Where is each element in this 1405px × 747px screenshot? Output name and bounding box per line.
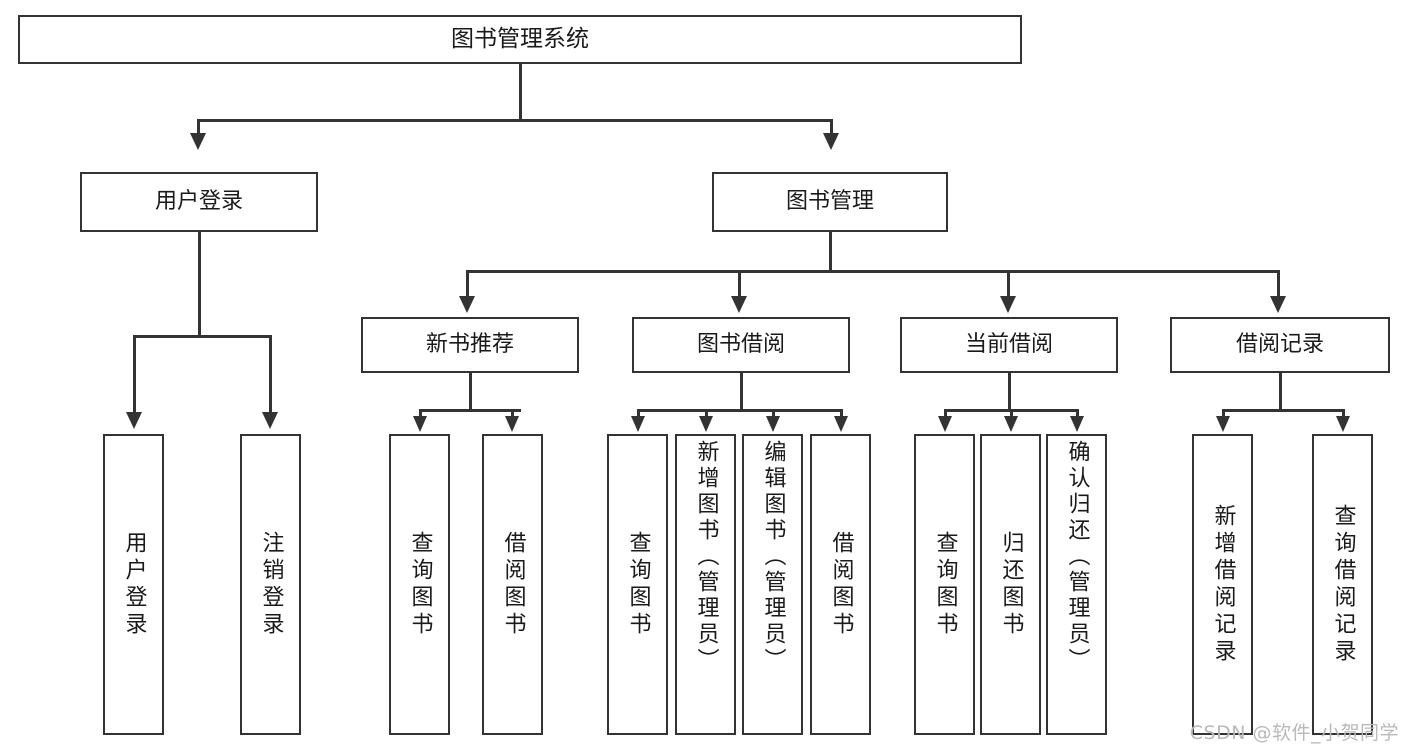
- connector-new-book-bus: [419, 409, 521, 412]
- connector-user-login-drop-1: [133, 335, 136, 415]
- connector-level3-bus: [466, 270, 1279, 273]
- connector-user-login-bus: [133, 335, 271, 338]
- connector-current-borrow-drop-1: [944, 409, 947, 419]
- node-label: 新增图书（管理员）: [693, 440, 719, 674]
- node-label: 图书管理系统: [451, 26, 589, 53]
- connector-current-borrow-drop-2: [1010, 409, 1013, 419]
- node-label: 借阅图书: [500, 530, 526, 639]
- node-label: 查询图书: [932, 530, 958, 639]
- arrow-to-leaf-edit-book: [766, 416, 780, 432]
- node-label: 查询图书: [407, 530, 433, 639]
- connector-book-borrow-stem: [740, 373, 743, 411]
- connector-borrow-record-stem: [1279, 373, 1282, 411]
- leaf-borrow-book-borrow[interactable]: 借阅图书: [810, 434, 871, 735]
- connector-level3-drop-3: [1007, 270, 1010, 300]
- leaf-return-book[interactable]: 归还图书: [980, 434, 1041, 735]
- arrow-to-leaf-return-book: [1004, 416, 1018, 432]
- node-new-book-recommend[interactable]: 新书推荐: [361, 317, 579, 373]
- connector-drop-user-login: [197, 119, 200, 137]
- node-label: 编辑图书（管理员）: [760, 440, 786, 674]
- arrow-to-borrow-record: [1270, 296, 1286, 313]
- node-label: 借阅记录: [1235, 332, 1324, 358]
- connector-book-borrow-bus: [637, 409, 841, 412]
- leaf-user-login[interactable]: 用户登录: [103, 434, 164, 735]
- connector-new-book-drop-2: [511, 409, 514, 419]
- arrow-to-leaf-confirm-return: [1070, 416, 1084, 432]
- connector-level3-drop-2: [738, 270, 741, 300]
- arrow-to-leaf-borrow-book-1: [505, 416, 519, 432]
- node-label: 图书借阅: [696, 332, 785, 358]
- leaf-logout[interactable]: 注销登录: [240, 434, 301, 735]
- arrow-to-leaf-query-book-2: [631, 416, 645, 432]
- node-label: 注销登录: [258, 530, 284, 639]
- node-label: 新增借阅记录: [1210, 503, 1236, 666]
- connector-level3-drop-1: [466, 270, 469, 300]
- node-label: 图书管理: [785, 189, 874, 215]
- arrow-to-leaf-add-record: [1216, 416, 1230, 432]
- node-label: 查询图书: [625, 530, 651, 639]
- connector-root-bus: [197, 119, 833, 122]
- connector-drop-book-management: [830, 119, 833, 137]
- arrow-to-new-book-recommend: [459, 296, 475, 313]
- arrow-to-leaf-query-book-1: [413, 416, 427, 432]
- node-current-borrow[interactable]: 当前借阅: [900, 317, 1118, 373]
- node-label: 借阅图书: [828, 530, 854, 639]
- arrow-to-current-borrow: [1000, 296, 1016, 313]
- node-book-borrow[interactable]: 图书借阅: [632, 317, 850, 373]
- node-label: 确认归还（管理员）: [1064, 440, 1090, 674]
- arrow-to-leaf-query-book-3: [938, 416, 952, 432]
- leaf-query-book-current[interactable]: 查询图书: [914, 434, 975, 735]
- connector-current-borrow-stem: [1008, 373, 1011, 411]
- leaf-add-borrow-record[interactable]: 新增借阅记录: [1192, 434, 1253, 735]
- connector-borrow-record-drop-1: [1222, 409, 1225, 419]
- arrow-to-leaf-borrow-book-2: [834, 416, 848, 432]
- node-root-book-management-system[interactable]: 图书管理系统: [18, 15, 1022, 64]
- leaf-confirm-return-admin[interactable]: 确认归还（管理员）: [1046, 434, 1107, 735]
- arrow-to-leaf-user-login: [126, 412, 142, 429]
- leaf-query-book-recommend[interactable]: 查询图书: [389, 434, 450, 735]
- connector-user-login-stem: [198, 232, 201, 337]
- connector-new-book-drop-1: [419, 409, 422, 419]
- arrow-to-user-login: [190, 133, 206, 150]
- csdn-watermark: CSDN @软件_小贺同学: [1189, 722, 1399, 744]
- node-label: 归还图书: [998, 530, 1024, 639]
- connector-book-borrow-drop-3: [772, 409, 775, 419]
- arrow-to-book-management: [823, 133, 839, 150]
- connector-current-borrow-drop-3: [1076, 409, 1079, 419]
- node-label: 新书推荐: [425, 332, 514, 358]
- leaf-query-book-borrow[interactable]: 查询图书: [607, 434, 668, 735]
- connector-user-login-drop-2: [269, 335, 272, 415]
- node-label: 用户登录: [121, 530, 147, 639]
- arrow-to-leaf-logout: [262, 412, 278, 429]
- connector-book-management-stem: [829, 232, 832, 272]
- connector-root-stem: [519, 64, 522, 120]
- leaf-edit-book-admin[interactable]: 编辑图书（管理员）: [742, 434, 803, 735]
- connector-book-borrow-drop-1: [637, 409, 640, 419]
- node-label: 用户登录: [154, 189, 243, 215]
- node-book-management[interactable]: 图书管理: [712, 172, 948, 232]
- node-label: 当前借阅: [964, 332, 1053, 358]
- leaf-query-borrow-record[interactable]: 查询借阅记录: [1312, 434, 1373, 735]
- leaf-add-book-admin[interactable]: 新增图书（管理员）: [675, 434, 736, 735]
- connector-level3-drop-4: [1277, 270, 1280, 300]
- connector-book-borrow-drop-4: [840, 409, 843, 419]
- node-label: 查询借阅记录: [1330, 503, 1356, 666]
- connector-book-borrow-drop-2: [705, 409, 708, 419]
- connector-borrow-record-drop-2: [1342, 409, 1345, 419]
- node-user-login[interactable]: 用户登录: [80, 172, 318, 232]
- arrow-to-leaf-add-book: [699, 416, 713, 432]
- node-borrow-record[interactable]: 借阅记录: [1170, 317, 1390, 373]
- arrow-to-book-borrow: [731, 296, 747, 313]
- connector-new-book-stem: [469, 373, 472, 411]
- arrow-to-leaf-query-record: [1336, 416, 1350, 432]
- connector-borrow-record-bus: [1222, 409, 1342, 412]
- leaf-borrow-book-recommend[interactable]: 借阅图书: [482, 434, 543, 735]
